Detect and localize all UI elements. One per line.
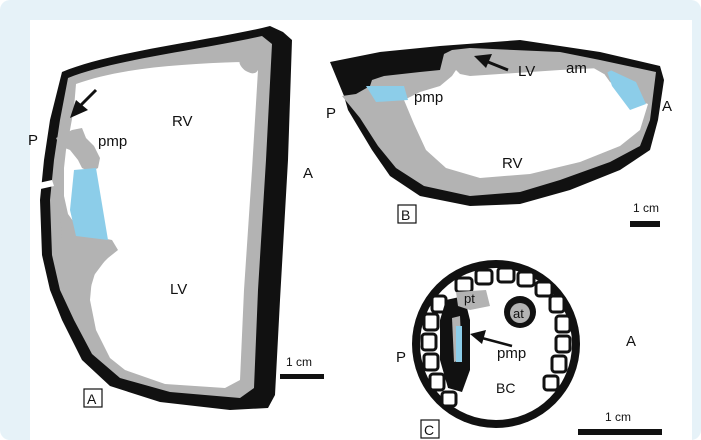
panel-c-scale-bar bbox=[578, 429, 662, 435]
panel-a-label-rv: RV bbox=[172, 113, 193, 130]
panel-a-scale-bar bbox=[280, 374, 324, 379]
panel-c-scale-label: 1 cm bbox=[605, 410, 631, 424]
panel-a-scale-label: 1 cm bbox=[286, 355, 312, 369]
panel-b-tag: B bbox=[401, 207, 410, 223]
panel-b-label-rv: RV bbox=[502, 155, 523, 172]
panel-b-scale-bar bbox=[630, 221, 660, 227]
panel-c-label-a: A bbox=[626, 333, 636, 350]
panel-b-label-lv: LV bbox=[518, 63, 535, 80]
panel-a-label-p: P bbox=[28, 132, 38, 149]
panel-c-label-bc: BC bbox=[496, 380, 515, 396]
panel-c-label-p: P bbox=[396, 349, 406, 366]
panel-c-label-pt: pt bbox=[464, 291, 475, 306]
panel-b-label-a: A bbox=[662, 98, 672, 115]
panel-a-label-a: A bbox=[303, 165, 313, 182]
panel-a-label-pmp: pmp bbox=[98, 133, 127, 150]
panel-c: pt at pmp BC P A C 1 cm bbox=[396, 260, 662, 438]
panel-c-label-pmp: pmp bbox=[497, 345, 526, 362]
panel-a: RV pmp P A LV A 1 cm bbox=[28, 26, 324, 410]
panel-b-label-pmp: pmp bbox=[414, 89, 443, 106]
panel-c-tag: C bbox=[424, 422, 434, 438]
panel-b-label-am: am bbox=[566, 60, 587, 77]
panel-c-label-at: at bbox=[513, 306, 524, 321]
panel-b: LV am pmp P A RV B 1 cm bbox=[326, 40, 672, 227]
panel-b-scale-label: 1 cm bbox=[633, 201, 659, 215]
panel-a-label-lv: LV bbox=[170, 281, 187, 298]
panel-c-blue bbox=[456, 326, 462, 362]
panel-b-label-p: P bbox=[326, 105, 336, 122]
panel-a-tag: A bbox=[87, 391, 97, 407]
